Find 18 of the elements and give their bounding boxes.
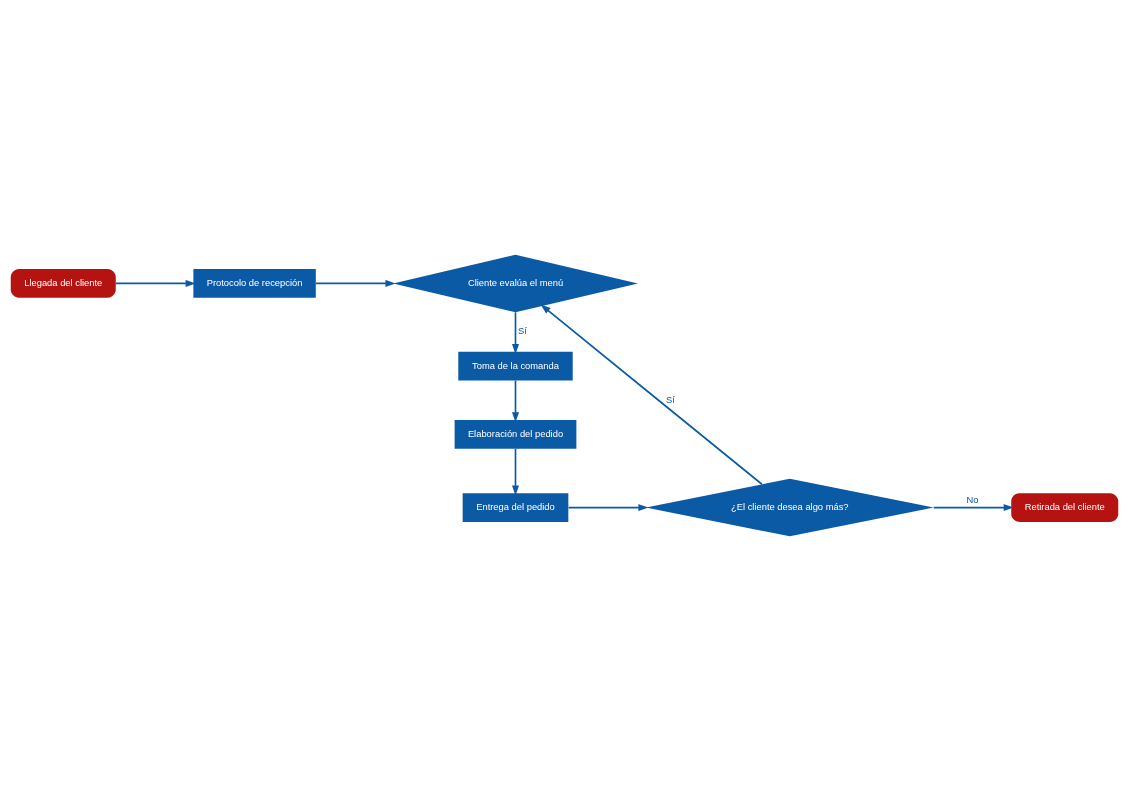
- node-box: Protocolo de recepción: [193, 268, 316, 298]
- arrow: [115, 279, 196, 287]
- edge-label: Sí: [665, 394, 675, 405]
- edge-label: Sí: [518, 325, 527, 336]
- arrow: [511, 379, 519, 422]
- edge-label: No: [966, 494, 979, 505]
- node-box: Toma de la comanda: [458, 351, 573, 380]
- arrow: [567, 503, 649, 511]
- node-diamond: ¿El cliente desea algo más?: [645, 478, 934, 536]
- node-box: Entrega del pedido: [462, 492, 569, 522]
- arrow: [932, 503, 1014, 511]
- arrow: [511, 447, 519, 496]
- arrow: [315, 279, 396, 287]
- node-box: Llegada del cliente: [10, 268, 116, 298]
- arrow: [540, 304, 763, 485]
- arrow: [511, 310, 519, 354]
- node-box: Retirada del cliente: [1011, 492, 1119, 522]
- node-box: Elaboración del pedido: [454, 419, 577, 449]
